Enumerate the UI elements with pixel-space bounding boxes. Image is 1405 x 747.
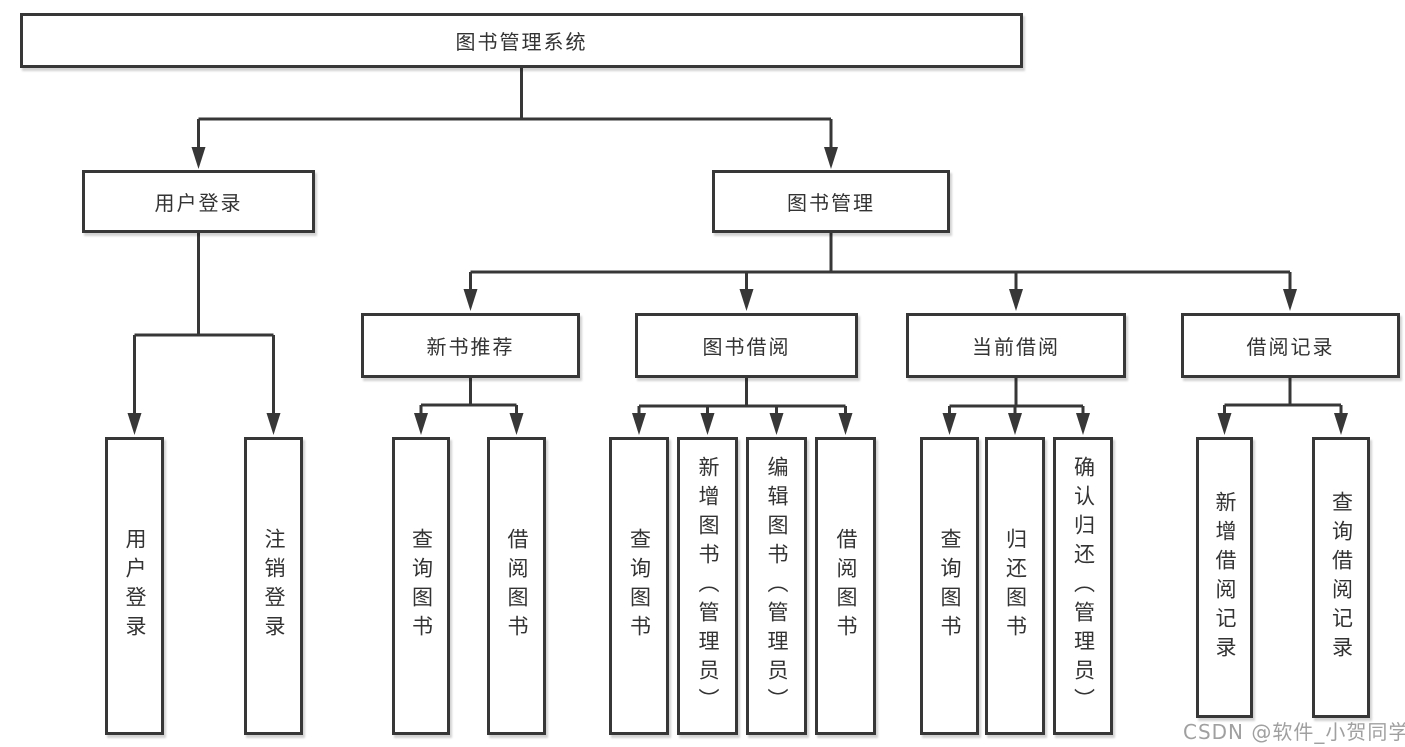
leaf-query-borrow-record: 查询借阅记录	[1312, 437, 1370, 718]
arrowhead-icon	[1009, 289, 1023, 311]
leaf-user-login: 用户登录	[105, 437, 164, 735]
leaf-borrow-books-2-label: 借阅图书	[834, 528, 858, 644]
arrowhead-icon	[700, 413, 715, 435]
arrowhead-icon	[1008, 413, 1022, 435]
node-borrowing-records-label: 借阅记录	[1246, 335, 1335, 359]
connector-arrowheads	[127, 147, 1348, 435]
node-borrowing-records: 借阅记录	[1181, 313, 1400, 378]
arrowhead-icon	[769, 413, 784, 435]
arrowhead-icon	[838, 413, 853, 435]
leaf-query-books-2-label: 查询图书	[627, 528, 652, 644]
leaf-add-books-admin: 新增图书（管理员）	[677, 437, 738, 735]
leaf-borrow-books-1-label: 借阅图书	[505, 528, 529, 644]
leaf-logout-login-label: 注销登录	[262, 528, 286, 644]
arrowhead-icon	[127, 413, 142, 435]
leaf-borrow-books-2: 借阅图书	[815, 437, 876, 735]
node-new-book-recommend: 新书推荐	[361, 313, 580, 378]
arrowhead-icon	[1283, 289, 1297, 311]
arrowhead-icon	[1217, 413, 1232, 435]
leaf-return-books: 归还图书	[985, 437, 1045, 735]
leaf-return-books-label: 归还图书	[1003, 528, 1028, 644]
leaf-edit-books-admin-label: 编辑图书（管理员）	[765, 455, 789, 717]
leaf-logout-login: 注销登录	[244, 437, 303, 735]
leaf-query-books-1: 查询图书	[392, 437, 450, 735]
leaf-query-books-3-label: 查询图书	[938, 528, 962, 644]
arrowhead-icon	[824, 147, 838, 169]
node-book-management-label: 图书管理	[787, 191, 875, 215]
node-book-management-system: 图书管理系统	[20, 13, 1023, 68]
node-new-book-recommend-label: 新书推荐	[426, 335, 515, 359]
leaf-query-books-3: 查询图书	[920, 437, 979, 735]
arrowhead-icon	[632, 413, 646, 435]
arrowhead-icon	[266, 413, 281, 435]
arrowhead-icon	[1334, 413, 1348, 435]
node-book-management: 图书管理	[712, 170, 950, 233]
node-book-borrowing-label: 图书借阅	[702, 335, 791, 359]
leaf-borrow-books-1: 借阅图书	[487, 437, 546, 735]
arrowhead-icon	[509, 413, 524, 435]
csdn-watermark: CSDN @软件_小贺同学	[1183, 720, 1405, 744]
arrowhead-icon	[739, 289, 754, 311]
leaf-query-borrow-record-label: 查询借阅记录	[1329, 490, 1354, 665]
node-current-borrowing: 当前借阅	[906, 313, 1126, 378]
leaf-confirm-return-admin: 确认归还（管理员）	[1053, 437, 1113, 735]
leaf-query-books-2: 查询图书	[609, 437, 669, 735]
leaf-confirm-return-admin-label: 确认归还（管理员）	[1071, 455, 1096, 717]
leaf-add-borrow-record: 新增借阅记录	[1196, 437, 1253, 718]
arrowhead-icon	[1076, 413, 1090, 435]
leaf-add-books-admin-label: 新增图书（管理员）	[696, 455, 720, 717]
node-current-borrowing-label: 当前借阅	[972, 335, 1060, 359]
node-user-login: 用户登录	[82, 170, 315, 233]
node-user-login-label: 用户登录	[154, 191, 243, 215]
arrowhead-icon	[463, 289, 478, 311]
arrowhead-icon	[414, 413, 428, 435]
leaf-add-borrow-record-label: 新增借阅记录	[1213, 490, 1237, 665]
leaf-query-books-1-label: 查询图书	[409, 528, 434, 644]
arrowhead-icon	[191, 147, 206, 169]
leaf-edit-books-admin: 编辑图书（管理员）	[746, 437, 807, 735]
node-book-management-system-label: 图书管理系统	[455, 30, 588, 54]
arrowhead-icon	[942, 413, 957, 435]
node-book-borrowing: 图书借阅	[635, 313, 858, 378]
leaf-user-login-label: 用户登录	[123, 528, 147, 644]
